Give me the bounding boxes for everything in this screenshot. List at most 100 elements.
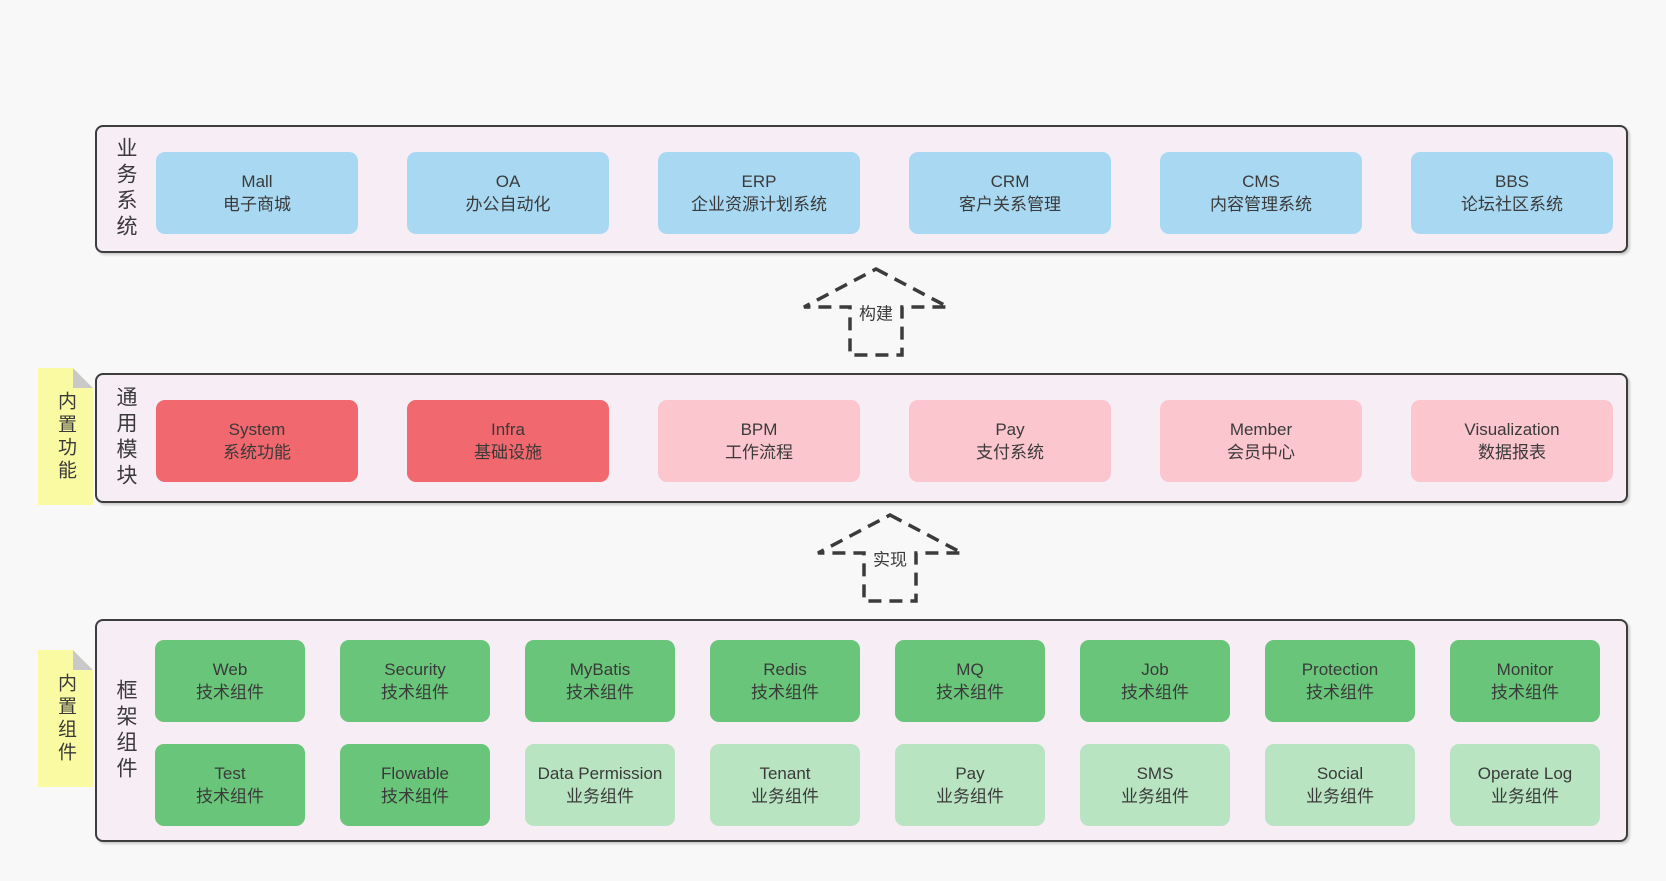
box-redis: Redis 技术组件 [710, 640, 860, 722]
box-subtitle: 技术组件 [196, 787, 264, 806]
box-title: Redis [763, 660, 807, 679]
box-subtitle: 数据报表 [1478, 443, 1546, 462]
box-title: System [228, 420, 286, 439]
box-sms: SMS 业务组件 [1080, 744, 1230, 826]
band-components-label: 框架组件 [114, 678, 137, 783]
box-subtitle: 技术组件 [1491, 683, 1559, 702]
box-mybatis: MyBatis 技术组件 [525, 640, 675, 722]
box-subtitle: 内容管理系统 [1210, 195, 1312, 214]
box-title: Pay [955, 764, 985, 783]
box-subtitle: 技术组件 [566, 683, 634, 702]
box-title: MQ [956, 660, 984, 679]
folded-corner-icon [73, 650, 93, 670]
box-visualization: Visualization 数据报表 [1411, 400, 1613, 482]
box-title: BBS [1494, 172, 1530, 191]
box-title: Member [1229, 420, 1293, 439]
arrow-build-label: 构建 [856, 298, 896, 326]
box-title: Data Permission [537, 764, 663, 783]
box-mq: MQ 技术组件 [895, 640, 1045, 722]
box-operate-log: Operate Log 业务组件 [1450, 744, 1600, 826]
box-title: Pay [995, 420, 1025, 439]
box-mall: Mall 电子商城 [156, 152, 358, 234]
box-infra: Infra 基础设施 [407, 400, 609, 482]
box-subtitle: 技术组件 [381, 683, 449, 702]
box-title: MyBatis [569, 660, 631, 679]
box-title: Web [212, 660, 248, 679]
box-subtitle: 技术组件 [381, 787, 449, 806]
sticky-builtin-components-label: 内置组件 [55, 672, 76, 765]
sticky-builtin-features-label: 内置功能 [55, 390, 76, 483]
box-test: Test 技术组件 [155, 744, 305, 826]
box-title: SMS [1136, 764, 1174, 783]
box-title: Visualization [1464, 420, 1560, 439]
box-subtitle: 支付系统 [976, 443, 1044, 462]
box-pay: Pay 支付系统 [909, 400, 1111, 482]
sticky-builtin-components: 内置组件 [38, 650, 93, 787]
box-bpm: BPM 工作流程 [658, 400, 860, 482]
box-subtitle: 技术组件 [1121, 683, 1189, 702]
box-subtitle: 论坛社区系统 [1461, 195, 1563, 214]
box-title: OA [495, 172, 521, 191]
box-title: Tenant [759, 764, 811, 783]
box-social: Social 业务组件 [1265, 744, 1415, 826]
box-crm: CRM 客户关系管理 [909, 152, 1111, 234]
box-oa: OA 办公自动化 [407, 152, 609, 234]
components-row-1: Web 技术组件 Security 技术组件 MyBatis 技术组件 Redi… [155, 640, 1600, 722]
box-system: System 系统功能 [156, 400, 358, 482]
box-subtitle: 系统功能 [223, 443, 291, 462]
band-business-label: 业务系统 [114, 137, 137, 241]
box-subtitle: 基础设施 [474, 443, 542, 462]
box-monitor: Monitor 技术组件 [1450, 640, 1600, 722]
band-business-systems: 业务系统 Mall 电子商城 OA 办公自动化 ERP 企业资源计划系统 CRM… [95, 125, 1628, 253]
box-title: Social [1316, 764, 1364, 783]
box-title: ERP [741, 172, 777, 191]
box-subtitle: 客户关系管理 [959, 195, 1061, 214]
box-subtitle: 业务组件 [1306, 787, 1374, 806]
box-title: Infra [490, 420, 526, 439]
box-title: Monitor [1496, 660, 1554, 679]
box-subtitle: 业务组件 [751, 787, 819, 806]
box-subtitle: 工作流程 [725, 443, 793, 462]
box-protection: Protection 技术组件 [1265, 640, 1415, 722]
box-subtitle: 技术组件 [936, 683, 1004, 702]
box-security: Security 技术组件 [340, 640, 490, 722]
box-title: Job [1141, 660, 1169, 679]
box-tenant: Tenant 业务组件 [710, 744, 860, 826]
box-bbs: BBS 论坛社区系统 [1411, 152, 1613, 234]
box-erp: ERP 企业资源计划系统 [658, 152, 860, 234]
box-title: BPM [740, 420, 778, 439]
band-modules-label: 通用模块 [114, 386, 137, 490]
box-flowable: Flowable 技术组件 [340, 744, 490, 826]
box-title: Protection [1301, 660, 1379, 679]
sticky-builtin-features: 内置功能 [38, 368, 93, 505]
box-title: Test [214, 764, 246, 783]
business-box-row: Mall 电子商城 OA 办公自动化 ERP 企业资源计划系统 CRM 客户关系… [156, 152, 1613, 234]
box-member: Member 会员中心 [1160, 400, 1362, 482]
box-title: Operate Log [1477, 764, 1573, 783]
components-row-2: Test 技术组件 Flowable 技术组件 Data Permission … [155, 744, 1600, 826]
box-title: Security [384, 660, 446, 679]
box-cms: CMS 内容管理系统 [1160, 152, 1362, 234]
arrow-build: 构建 [791, 266, 961, 358]
box-pay-biz: Pay 业务组件 [895, 744, 1045, 826]
box-subtitle: 业务组件 [1491, 787, 1559, 806]
box-subtitle: 企业资源计划系统 [691, 195, 827, 214]
box-subtitle: 技术组件 [751, 683, 819, 702]
box-subtitle: 业务组件 [1121, 787, 1189, 806]
band-framework-components: 框架组件 Web 技术组件 Security 技术组件 MyBatis 技术组件… [95, 619, 1628, 842]
box-title: CRM [990, 172, 1030, 191]
box-subtitle: 技术组件 [196, 683, 264, 702]
box-subtitle: 业务组件 [936, 787, 1004, 806]
up-arrow-icon [817, 513, 963, 603]
box-title: CMS [1242, 172, 1280, 191]
box-subtitle: 电子商城 [223, 195, 291, 214]
box-web: Web 技术组件 [155, 640, 305, 722]
box-subtitle: 办公自动化 [465, 195, 551, 214]
box-data-permission: Data Permission 业务组件 [525, 744, 675, 826]
modules-box-row: System 系统功能 Infra 基础设施 BPM 工作流程 Pay 支付系统… [156, 400, 1613, 482]
up-arrow-icon [803, 267, 949, 357]
arrow-implement: 实现 [805, 512, 975, 604]
band-common-modules: 通用模块 System 系统功能 Infra 基础设施 BPM 工作流程 Pay… [95, 373, 1628, 503]
box-title: Mall [241, 172, 273, 191]
folded-corner-icon [73, 368, 93, 388]
